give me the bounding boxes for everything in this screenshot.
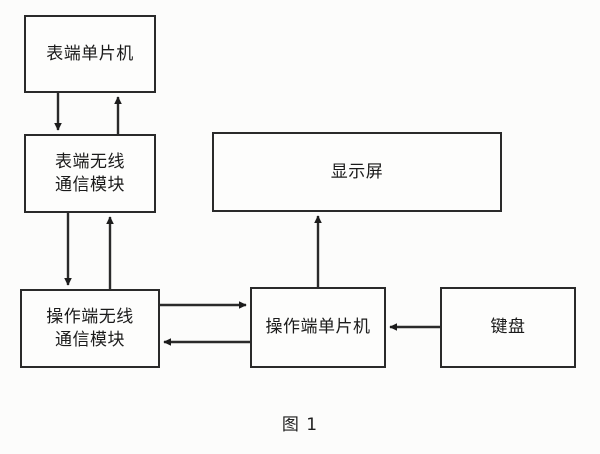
node-op-wireless-label: 操作端无线 通信模块	[46, 307, 134, 350]
node-op-mcu-label: 操作端单片机	[265, 317, 371, 338]
node-op-wireless: 操作端无线 通信模块	[20, 289, 160, 368]
node-display: 显示屏	[212, 132, 502, 212]
node-meter-wireless-label: 表端无线 通信模块	[55, 152, 125, 195]
node-meter-mcu-label: 表端单片机	[46, 43, 134, 64]
node-meter-mcu: 表端单片机	[24, 15, 156, 93]
node-op-mcu: 操作端单片机	[250, 287, 386, 368]
node-keyboard-label: 键盘	[490, 317, 526, 338]
node-meter-wireless: 表端无线 通信模块	[24, 134, 156, 213]
node-display-label: 显示屏	[330, 161, 384, 182]
figure-caption: 图 1	[281, 415, 319, 435]
node-keyboard: 键盘	[440, 287, 576, 368]
